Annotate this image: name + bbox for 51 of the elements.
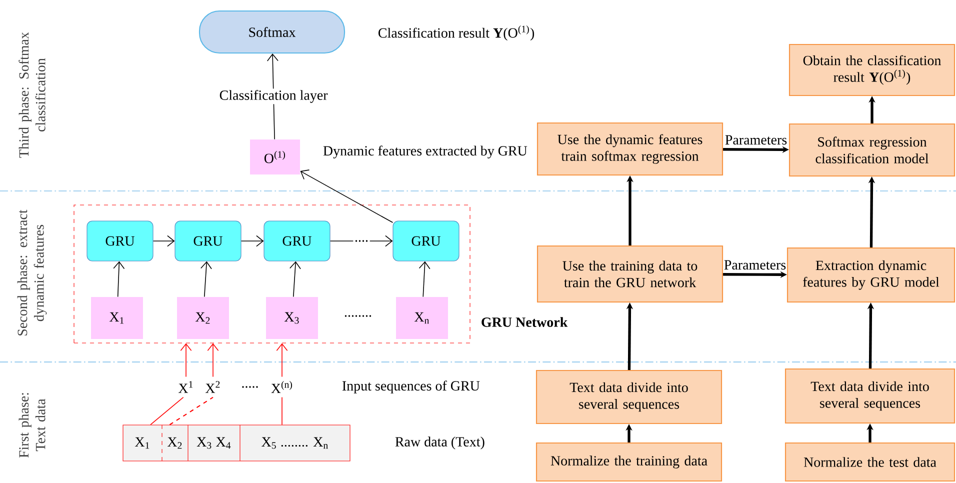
ellipsis: ........ [344,315,372,317]
network-title: GRU Network [482,317,568,327]
arrow [418,261,430,298]
softmax-box: Softmax [198,10,346,54]
arrow [290,261,301,298]
data-cell: X$_{1}$ [135,437,150,449]
sequence-label: X$^{2}$ [205,381,220,393]
output-box: O$^{(1)}$ [250,140,300,174]
ellipsis: ..... [242,386,258,388]
annotation-text: Input sequences of GRU [342,380,480,394]
process-box: Obtain the classification result Υ(O$^{(1)}$) [788,44,956,96]
annotation-text: Raw data (Text) [395,436,484,450]
arrow [180,343,192,378]
process-box: Normalize the test data [784,442,956,482]
arrow [330,235,393,247]
gru-box: GRU [264,220,330,262]
process-box: Use the training data to train the GRU network [536,245,724,303]
arrow [240,235,264,247]
process-box: Use the dynamic features train softmax regression [536,122,724,176]
gru-box: GRU [392,220,460,262]
arrow [207,343,219,378]
sequence-label: X$^{1}$ [178,381,193,393]
process-box: Softmax regression classification model [788,123,956,177]
data-cell: X$_{5}$ ........ X$_{n}$ [262,437,328,449]
gru-box: GRU [86,220,154,262]
process-box: Extraction dynamic features by GRU model [786,247,956,303]
process-box: Text data divide into several sequences [536,370,722,424]
edge-label: Parameters [725,135,787,145]
edge-label: .... [355,240,368,242]
input-box: X$_{3}$ [266,297,318,339]
input-box: X$_{2}$ [177,297,229,339]
arrow [113,261,125,298]
edge-label: Classification layer [220,90,328,103]
phase-label: Third phase: Softmax classification [18,32,46,158]
phase-label: First phase: Text data [18,393,46,458]
process-box: Text data divide into several sequences [784,368,956,424]
data-cell: X$_{2}$ [168,437,182,449]
input-box: X$_{1}$ [91,297,143,339]
arrow [152,235,175,247]
arrow [300,170,394,223]
sequence-label: X$^{(n)}$ [271,380,292,394]
arrow [276,343,288,378]
gru-box: GRU [174,220,242,262]
annotation-text: Dynamic features extracted by GRU [323,146,528,158]
annotation-text: Classification result Υ(O$^{(1)}$) [378,25,534,41]
edge-label: Parameters [724,260,786,270]
input-box: X$_{n}$ [396,297,448,339]
data-cell: X$_{3}$ X$_{4}$ [196,437,231,449]
arrow [200,261,212,298]
process-box: Normalize the training data [536,442,722,482]
phase-label: Second phase: extract dynamic features [17,210,47,336]
